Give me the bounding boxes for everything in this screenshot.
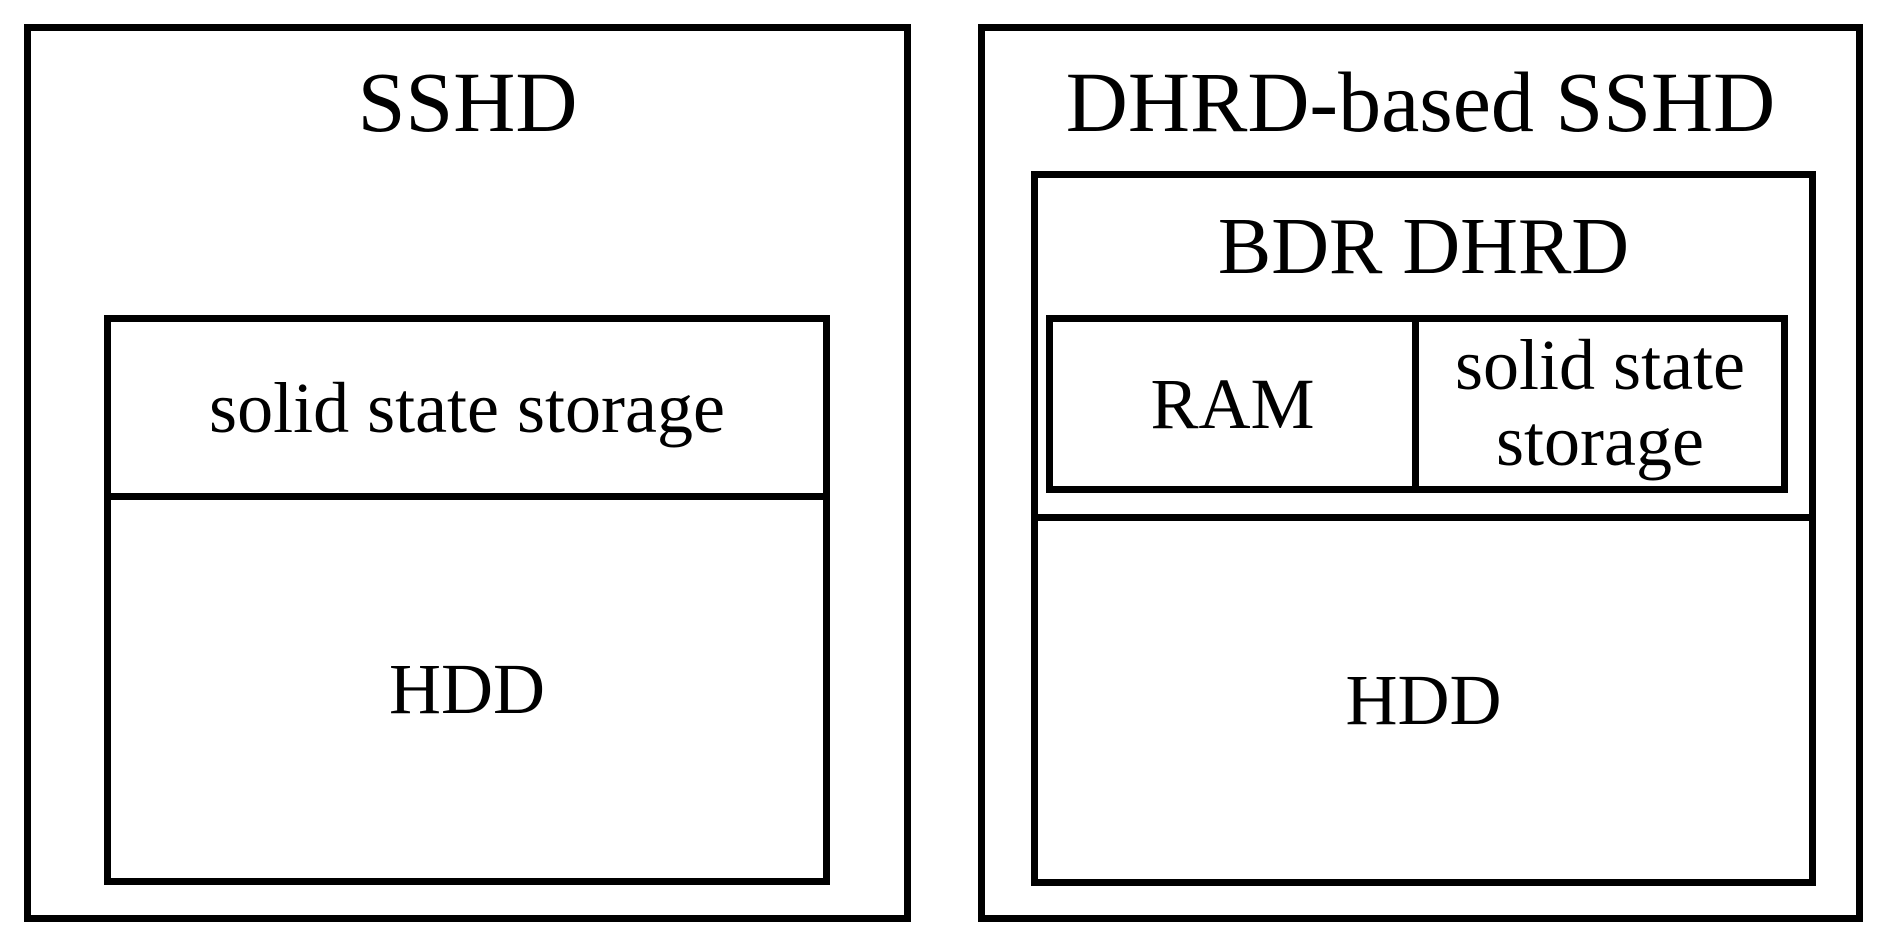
solid-state-storage-section: solid state storage	[111, 322, 823, 500]
ram-box: RAM	[1046, 315, 1419, 493]
ram-label: RAM	[1150, 364, 1315, 444]
sshd-inner-box: solid state storage HDD	[104, 315, 830, 885]
hdd-section: HDD	[111, 500, 823, 878]
hdd-label-right: HDD	[1345, 660, 1502, 740]
sshd-outer-box: SSHD solid state storage HDD	[24, 24, 911, 922]
bdr-dhrd-box: BDR DHRD RAM solid state storage	[1031, 171, 1816, 521]
dhrd-sshd-title: DHRD-based SSHD	[1065, 54, 1776, 150]
hdd-box: HDD	[1031, 514, 1816, 886]
solid-state-storage-label-right: solid state storage	[1455, 325, 1745, 481]
bdr-components-row: RAM solid state storage	[1046, 315, 1788, 493]
sshd-title: SSHD	[357, 54, 578, 150]
dhrd-sshd-outer-box: DHRD-based SSHD BDR DHRD RAM solid state…	[978, 24, 1863, 922]
bdr-dhrd-title: BDR DHRD	[1217, 202, 1630, 291]
solid-state-storage-box: solid state storage	[1412, 315, 1788, 493]
solid-state-storage-label: solid state storage	[209, 367, 725, 448]
hdd-label: HDD	[389, 649, 545, 729]
